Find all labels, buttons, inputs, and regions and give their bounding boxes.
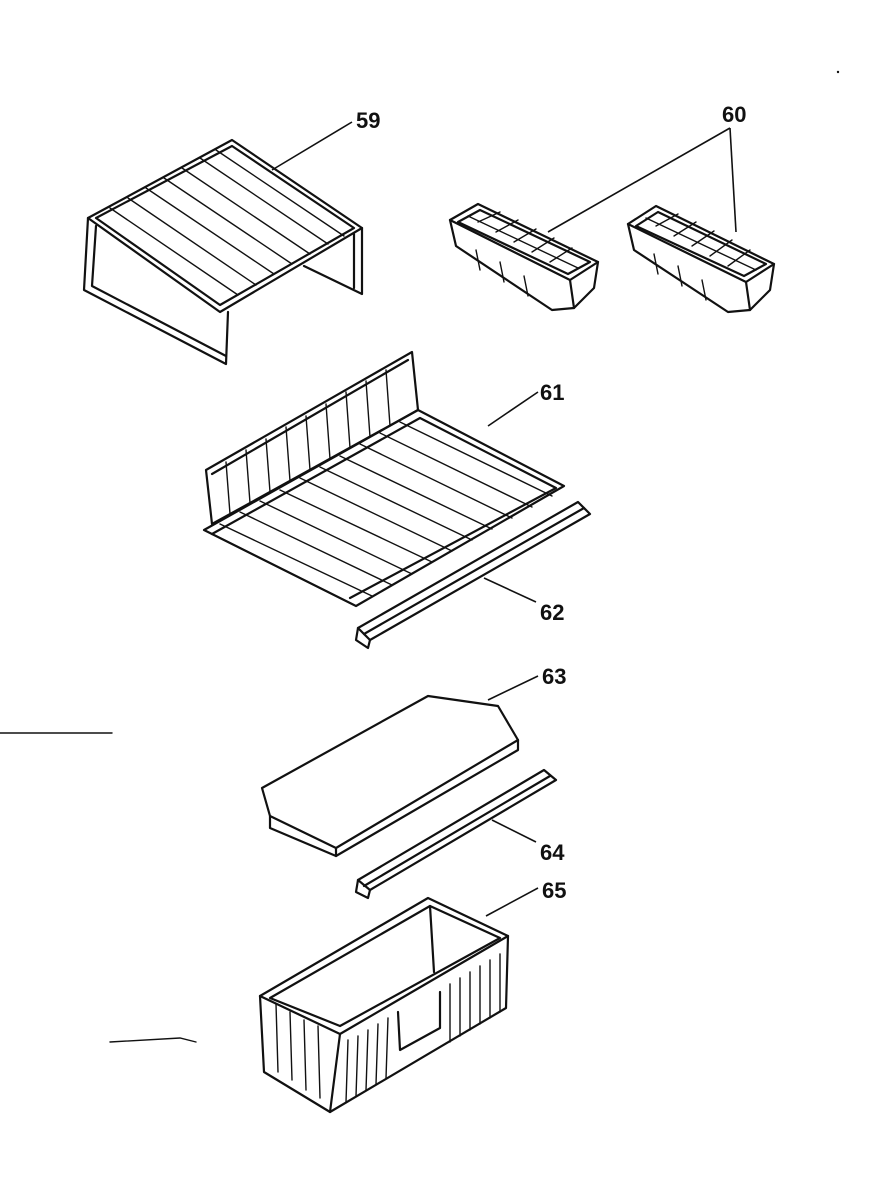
callout-61: 61 xyxy=(540,380,564,405)
callout-62: 62 xyxy=(540,600,564,625)
leader-59 xyxy=(271,121,353,171)
leader-63 xyxy=(487,675,539,701)
part-60-ice-tray-left xyxy=(448,202,600,312)
leader-60a xyxy=(547,127,731,233)
part-65-crisper-drawer xyxy=(258,896,510,1114)
leader-65 xyxy=(485,887,539,917)
callout-labels: 59 60 61 62 63 64 65 xyxy=(356,102,746,903)
leader-61 xyxy=(487,391,539,427)
leader-64 xyxy=(491,819,537,843)
part-61-deck-rods xyxy=(219,421,553,597)
margin-marks xyxy=(0,70,840,1043)
part-59-wire-shelf xyxy=(82,138,364,366)
part-60-left-cells xyxy=(467,211,579,297)
part-63-crisper-cover xyxy=(260,694,520,858)
callout-59: 59 xyxy=(356,108,380,133)
part-60-right-cells xyxy=(645,213,757,301)
callout-64: 64 xyxy=(540,840,565,865)
leader-60b xyxy=(729,127,737,233)
part-61-back-uprights xyxy=(225,369,391,515)
callout-63: 63 xyxy=(542,664,566,689)
leader-lines xyxy=(271,121,737,917)
part-62-trim-strip xyxy=(354,500,592,650)
part-60-ice-tray-right xyxy=(626,204,776,314)
part-59-rods xyxy=(109,149,345,296)
callout-65: 65 xyxy=(542,878,566,903)
part-65-ribs xyxy=(275,953,501,1103)
part-61-wire-basket-shelf xyxy=(202,350,566,608)
callout-60: 60 xyxy=(722,102,746,127)
leader-62 xyxy=(483,577,537,603)
part-64-trim-strip xyxy=(354,768,558,900)
